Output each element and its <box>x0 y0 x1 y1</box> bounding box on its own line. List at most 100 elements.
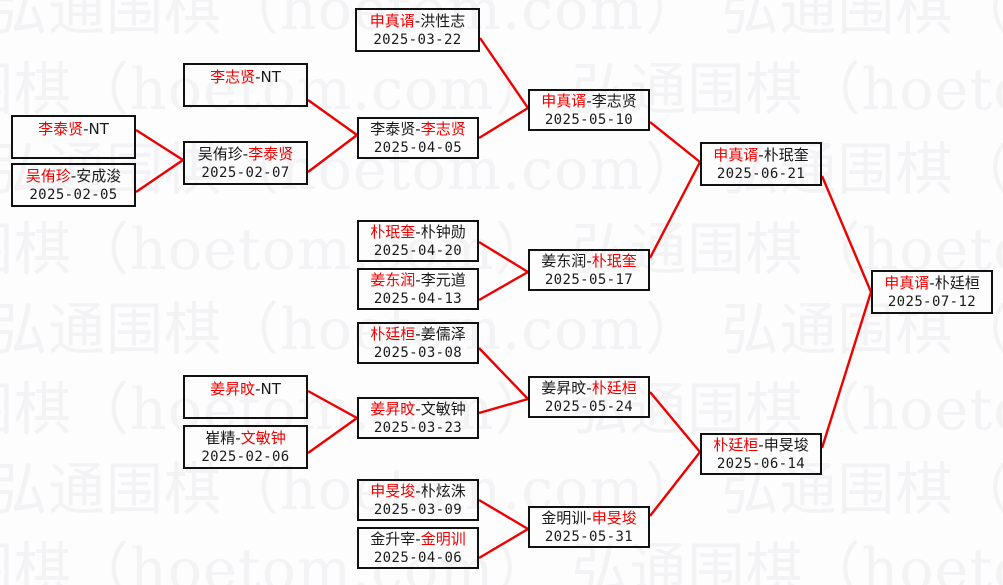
player-right: 朴珉奎 <box>591 251 637 270</box>
bracket-link-m12-to-m17 <box>478 498 529 531</box>
match-date: 2025-05-24 <box>544 398 634 415</box>
player-separator: - <box>586 251 592 270</box>
match-date: 2025-06-21 <box>716 165 806 182</box>
player-right: 申旻埈 <box>763 435 809 454</box>
match-players: 李泰贤-李志贤 <box>370 120 465 139</box>
player-left: 申旻埈 <box>370 481 416 500</box>
player-separator: - <box>83 120 89 138</box>
match-date: 2025-04-06 <box>373 549 463 566</box>
match-date: 2025-05-17 <box>544 271 634 288</box>
match-date: 2025-03-09 <box>373 501 463 518</box>
match-players: 吴侑珍-李泰贤 <box>198 145 293 164</box>
match-players: 姜东润-朴珉奎 <box>541 252 636 271</box>
player-right: 文敏钟 <box>420 399 466 418</box>
player-separator: - <box>242 144 249 163</box>
bracket-link-m8-to-m15 <box>478 240 529 274</box>
player-right: NT <box>88 120 109 138</box>
bracket-link-m2-to-m6 <box>135 159 184 193</box>
match-players: 姜昇旼-NT <box>210 380 281 399</box>
match-players: 李泰贤-NT <box>38 120 109 139</box>
bracket-link-m14-to-m18 <box>478 106 529 140</box>
match-date: 2025-04-20 <box>373 242 463 259</box>
player-left: 申真谞 <box>713 145 759 164</box>
player-right: 朴廷桓 <box>591 378 637 397</box>
player-right: 朴钟勋 <box>420 222 466 241</box>
bracket-link-m1-to-m6 <box>135 128 184 162</box>
player-left: 姜东润 <box>370 270 416 289</box>
player-separator: - <box>415 324 421 343</box>
player-right: 金明训 <box>420 529 466 548</box>
match-players: 朴珉奎-朴钟勋 <box>370 223 465 242</box>
match-date: 2025-04-13 <box>373 290 463 307</box>
player-right: NT <box>260 380 281 398</box>
player-right: 文敏钟 <box>240 428 286 447</box>
match-date: 2025-03-08 <box>373 344 463 361</box>
match-players: 申真谞-洪性志 <box>370 12 465 31</box>
player-left: 申真谞 <box>541 91 587 110</box>
bracket-link-m20-to-m21 <box>820 291 873 449</box>
match-date: 2025-06-14 <box>716 455 806 472</box>
match-players: 金明训-申旻埈 <box>541 509 636 528</box>
match-players: 姜东润-李元道 <box>370 271 465 290</box>
player-right: 申旻埈 <box>591 508 637 527</box>
player-separator: - <box>415 222 421 241</box>
match-date: 2025-05-31 <box>544 528 634 545</box>
match-players: 崔精-文敏钟 <box>205 429 285 448</box>
bracket-link-m10-to-m16 <box>478 347 529 400</box>
match-date: 2025-02-07 <box>201 164 290 181</box>
player-left: 金明训 <box>541 508 587 527</box>
match-players: 金升宰-金明训 <box>370 530 465 549</box>
match-players: 姜昇旼-朴廷桓 <box>541 379 636 398</box>
player-separator: - <box>586 508 592 527</box>
player-separator: - <box>70 166 77 185</box>
player-right: 安成浚 <box>76 166 122 185</box>
match-box-m3[interactable]: 李志贤-NT <box>183 63 308 107</box>
bracket-link-m3-to-m14 <box>307 99 358 136</box>
bracket-link-m6-to-m14 <box>307 134 358 173</box>
bracket-link-m5-to-m11 <box>307 417 358 454</box>
player-separator: - <box>586 91 592 110</box>
bracket-link-m4-to-m11 <box>307 389 358 420</box>
player-left: 姜昇旼 <box>541 378 587 397</box>
player-separator: - <box>586 378 592 397</box>
player-left: 姜昇旼 <box>210 380 256 398</box>
player-separator: - <box>415 119 421 138</box>
player-left: 李志贤 <box>210 68 256 86</box>
player-separator: - <box>415 529 421 548</box>
player-right: 李元道 <box>420 270 466 289</box>
bracket-link-m11-to-m16 <box>478 397 529 415</box>
player-left: 姜昇旼 <box>370 399 416 418</box>
player-left: 崔精 <box>205 428 236 447</box>
match-players: 李志贤-NT <box>210 68 281 87</box>
match-players: 朴廷桓-姜儒泽 <box>370 325 465 344</box>
player-right: 李志贤 <box>420 119 466 138</box>
player-right: 朴廷桓 <box>934 273 980 292</box>
player-left: 朴廷桓 <box>713 435 759 454</box>
match-box-m4[interactable]: 姜昇旼-NT <box>183 375 308 419</box>
match-players: 申旻埈-朴炫洙 <box>370 482 465 501</box>
match-box-m1[interactable]: 李泰贤-NT <box>11 115 136 159</box>
player-left: 朴珉奎 <box>370 222 416 241</box>
player-left: 申真谞 <box>884 273 930 292</box>
match-date: 2025-05-10 <box>544 111 634 128</box>
